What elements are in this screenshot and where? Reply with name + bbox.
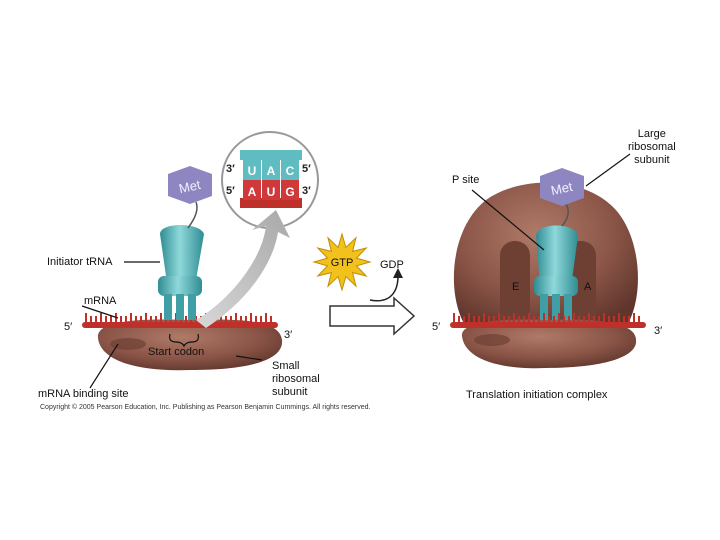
codon-anticodon-inset: U A C A U G 3′ 5′ 5′ 3′ <box>221 131 319 229</box>
leader-lines <box>81 153 631 389</box>
codon-base-1: A <box>248 185 257 199</box>
large-subunit-label-line-2: ribosomal <box>628 141 676 153</box>
translation-complex-label: Translation initiation complex <box>466 389 608 401</box>
initiator-trna-label: Initiator tRNA <box>47 256 113 268</box>
inset-top-left-end: 3′ <box>226 163 235 175</box>
small-ribosomal-subunit-right <box>461 319 637 369</box>
mrna-label: mRNA <box>84 295 117 307</box>
initiator-trna <box>158 201 204 320</box>
met-amino-acid-right: Met <box>540 168 584 206</box>
three-prime-right: 3′ <box>654 325 662 337</box>
process-arrow <box>329 296 416 336</box>
small-subunit-label-line-3: subunit <box>272 386 308 398</box>
anticodon-base-1: U <box>248 164 257 178</box>
gdp-label: GDP <box>380 259 404 271</box>
gdp-arrow <box>369 268 403 302</box>
inset-bottom-left-end: 5′ <box>226 185 235 197</box>
e-site-label: E <box>512 281 519 293</box>
large-subunit-label: Large ribosomal subunit <box>628 128 676 167</box>
small-subunit-label: Small ribosomal subunit <box>272 360 320 399</box>
met-amino-acid-left: Met <box>168 166 212 204</box>
magnify-arrow <box>196 210 290 328</box>
met-label-right: Met <box>550 179 575 198</box>
mrna-strand-right <box>450 313 646 328</box>
copyright-notice: Copyright © 2005 Pearson Education, Inc.… <box>40 404 371 411</box>
five-prime-left: 5′ <box>64 321 72 333</box>
anticodon-base-3: C <box>286 164 295 178</box>
inset-bottom-right-end: 3′ <box>302 185 311 197</box>
a-site-label: A <box>584 281 592 293</box>
small-subunit-label-line-2: ribosomal <box>272 373 320 385</box>
gtp-label: GTP <box>331 257 354 269</box>
p-site-trna <box>534 203 578 320</box>
codon-base-3: G <box>285 185 294 199</box>
small-subunit-label-line-1: Small <box>272 360 300 372</box>
large-subunit-label-line-1: Large <box>637 128 666 140</box>
met-label-left: Met <box>178 177 203 196</box>
inset-top-right-end: 5′ <box>302 163 311 175</box>
small-ribosomal-subunit-left <box>97 319 283 371</box>
codon-base-2: U <box>267 185 276 199</box>
three-prime-left: 3′ <box>284 329 292 341</box>
gtp-burst: GTP <box>312 232 372 292</box>
p-site-label: P site <box>452 174 480 186</box>
mrna-binding-site-label: mRNA binding site <box>38 388 129 400</box>
five-prime-right: 5′ <box>432 321 440 333</box>
large-subunit-label-line-3: subunit <box>634 154 670 166</box>
start-codon-label: Start codon <box>148 346 205 358</box>
anticodon-base-2: A <box>267 164 276 178</box>
